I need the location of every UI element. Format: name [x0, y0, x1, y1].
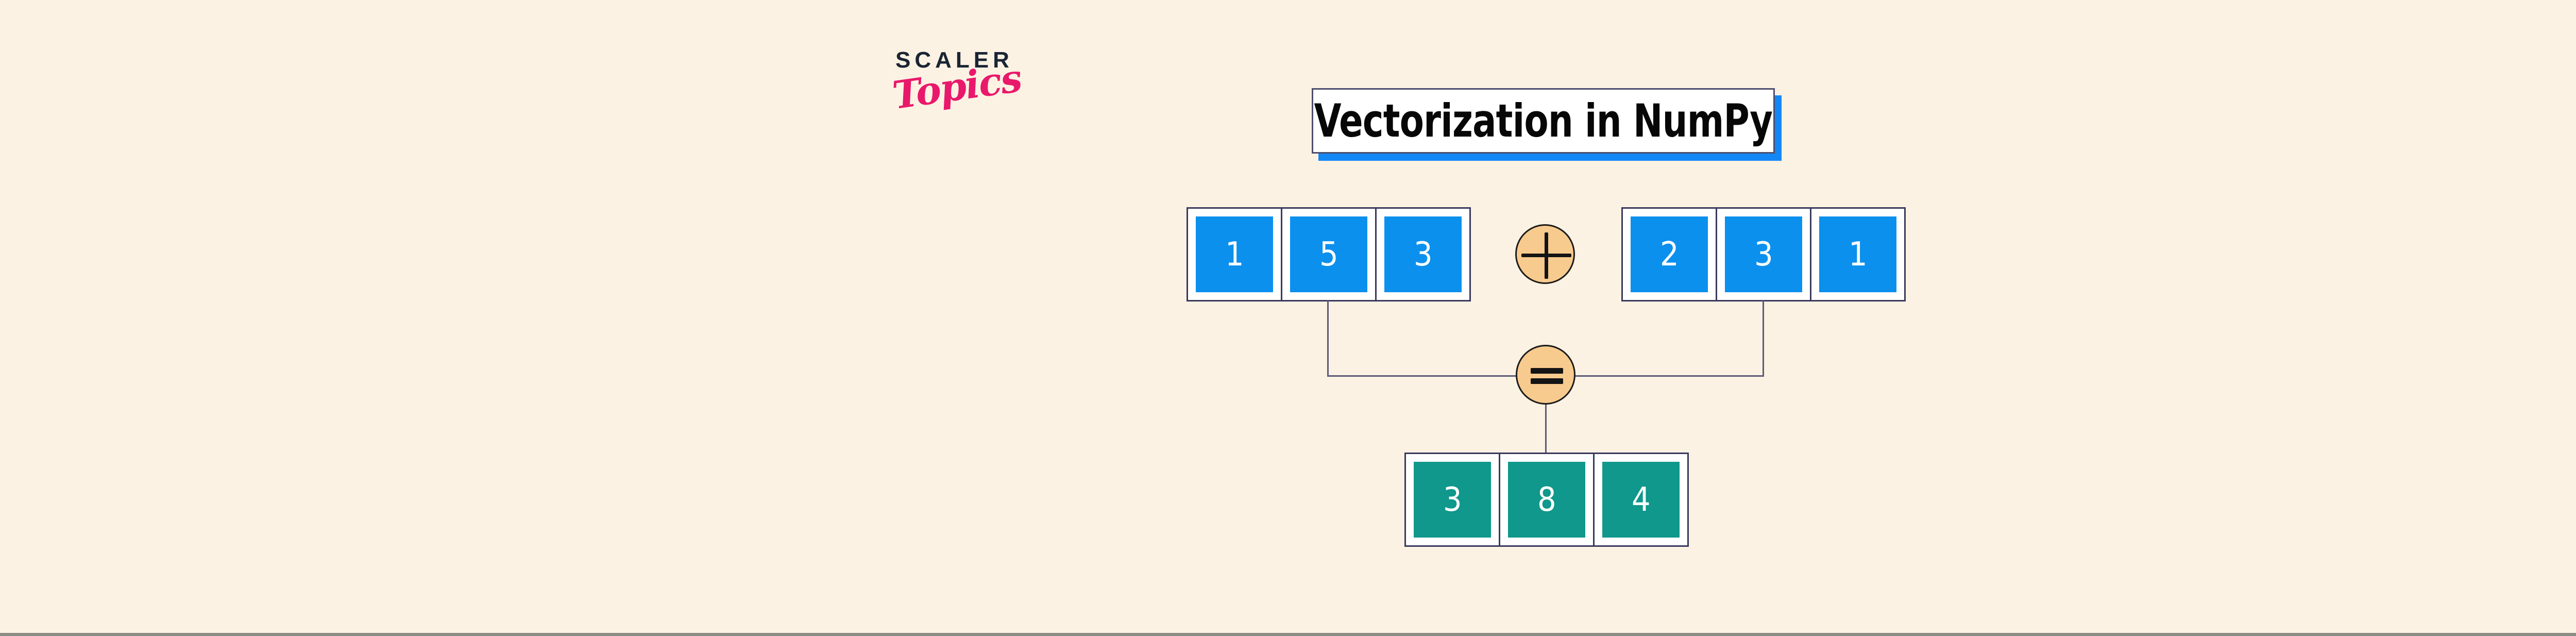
array-a-cell-2-fill: 3 [1384, 216, 1462, 292]
connector-right-vertical [1762, 300, 1764, 377]
connector-left-vertical [1327, 300, 1329, 377]
equals-icon [1516, 345, 1575, 405]
equals-icon-bottom-bar [1531, 378, 1563, 384]
result-value-0: 3 [1443, 480, 1462, 519]
result-array: 3 8 4 [1404, 453, 1689, 547]
array-b-value-1: 3 [1754, 235, 1773, 274]
operand-array-a: 1 5 3 [1187, 207, 1471, 302]
operand-array-b: 2 3 1 [1621, 207, 1906, 302]
array-a-cell-1-fill: 5 [1290, 216, 1367, 292]
result-cell-1-fill: 8 [1508, 462, 1585, 538]
result-cell-1: 8 [1499, 454, 1593, 545]
array-b-cell-0: 2 [1623, 209, 1716, 300]
array-b-cell-1: 3 [1716, 209, 1810, 300]
array-a-cell-1: 5 [1281, 209, 1375, 300]
array-b-cell-1-fill: 3 [1725, 216, 1802, 292]
logo-brand-text: SCALER [895, 47, 1013, 73]
array-b-value-2: 1 [1848, 235, 1868, 274]
result-cell-2-fill: 4 [1602, 462, 1680, 538]
connector-result-vertical [1545, 377, 1547, 453]
array-a-cell-0-fill: 1 [1196, 216, 1273, 292]
title-box: Vectorization in NumPy [1312, 88, 1775, 154]
array-b-cell-2-fill: 1 [1819, 216, 1896, 292]
array-b-value-0: 2 [1659, 235, 1679, 274]
result-cell-2: 4 [1593, 454, 1687, 545]
result-value-1: 8 [1537, 480, 1556, 519]
scaler-topics-logo: SCALER Topics [890, 47, 1029, 156]
array-b-cell-2: 1 [1810, 209, 1904, 300]
plus-icon [1515, 224, 1575, 284]
result-value-2: 4 [1631, 480, 1651, 519]
array-b-cell-0-fill: 2 [1631, 216, 1708, 292]
array-a-value-1: 5 [1319, 235, 1338, 274]
array-a-cell-0: 1 [1188, 209, 1281, 300]
array-a-value-0: 1 [1225, 235, 1244, 274]
array-a-cell-2: 3 [1375, 209, 1469, 300]
bottom-edge-bar [0, 633, 2576, 636]
plus-icon-horizontal-bar [1521, 254, 1571, 257]
page-title: Vectorization in NumPy [1314, 94, 1773, 147]
array-a-value-2: 3 [1413, 235, 1433, 274]
equals-icon-top-bar [1531, 368, 1563, 374]
result-cell-0-fill: 3 [1414, 462, 1491, 538]
result-cell-0: 3 [1406, 454, 1499, 545]
